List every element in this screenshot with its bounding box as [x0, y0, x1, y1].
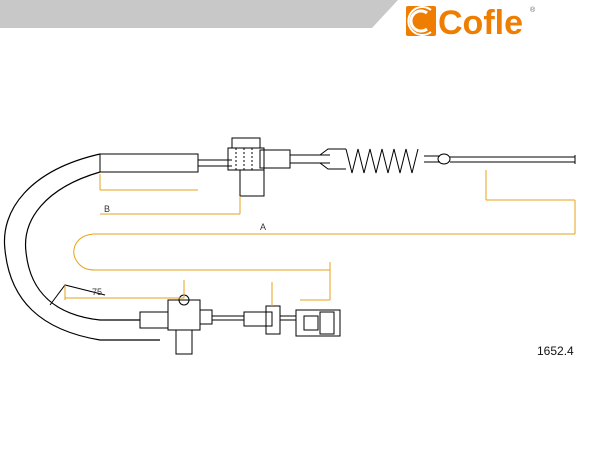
dimension-label-a: A — [260, 222, 266, 232]
brand-name: Cofle — [438, 4, 523, 42]
dimension-label-b: B — [104, 204, 110, 214]
dimension-lines — [65, 170, 576, 306]
cable-curve-outer — [3, 153, 160, 341]
dimension-label-offset: 75 — [92, 287, 102, 297]
registered-mark: ® — [530, 6, 536, 14]
cable-bottom-section — [49, 284, 341, 355]
brand-logo: Cofle ® — [406, 4, 536, 42]
part-number: 1652.4 — [537, 344, 574, 358]
cable-curve-inner — [24, 171, 140, 321]
header-banner — [0, 0, 398, 28]
cable-top-section — [99, 137, 576, 197]
